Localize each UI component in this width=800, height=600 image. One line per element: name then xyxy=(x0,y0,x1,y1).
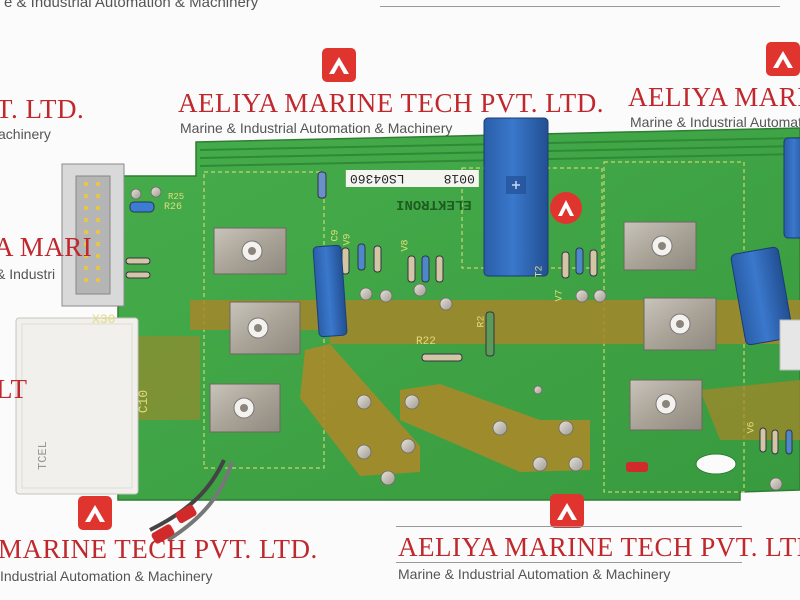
silk-v9: V9 xyxy=(342,233,354,246)
part-number-suffix: 0018 xyxy=(443,171,475,186)
watermark-rule xyxy=(396,526,742,527)
watermark-partial-lt: LT xyxy=(0,374,28,404)
silk-r26: R26 xyxy=(164,202,183,213)
part-number-label: 0018 LS04360 xyxy=(346,170,479,187)
watermark-name-bottom-left: MARINE TECH PVT. LTD. xyxy=(0,534,318,564)
silk-v8: V8 xyxy=(400,239,412,252)
silk-c10: C10 xyxy=(136,389,152,414)
silk-r25: R25 xyxy=(168,192,185,202)
watermark-logo-icon xyxy=(550,494,584,528)
silk-r22: R22 xyxy=(416,336,436,348)
watermark-tagline-bottom-left: Industrial Automation & Machinery xyxy=(0,568,213,584)
watermark-tagline-left: achinery xyxy=(0,126,51,142)
watermark-rule xyxy=(380,6,780,7)
silk-r2: R2 xyxy=(476,315,488,328)
watermark-name-left: T. LTD. xyxy=(0,94,85,124)
watermark-tagline-top: e & Industrial Automation & Machinery xyxy=(4,0,259,11)
watermark-company-name: AELIYA MARINE TECH PVT. LTD. xyxy=(398,532,800,562)
silk-elektroni: ELEKTRONI xyxy=(396,196,472,212)
silk-c9: C9 xyxy=(330,229,342,242)
watermark-rule xyxy=(396,562,742,563)
watermark-company-name: AELIYA MARINE TECH PVT. LTD. xyxy=(178,88,605,118)
watermark-logo-icon xyxy=(766,42,800,76)
silk-v6: V6 xyxy=(746,421,758,434)
watermark-company-tagline: Marine & Industrial Automation & Machine… xyxy=(630,114,800,130)
watermark-company-tagline: Marine & Industrial Automation & Machine… xyxy=(180,120,453,136)
silk-v7: V7 xyxy=(554,289,566,302)
watermark-tagline-mid-left: & Industri xyxy=(0,266,56,282)
silk-t2: T2 xyxy=(534,265,546,278)
watermark-logo-icon xyxy=(322,48,356,82)
watermark-company-name: AELIYA MARINE TECH PVT. LTD. xyxy=(628,82,800,112)
capacitor-marking: TCEL xyxy=(36,441,50,470)
part-number: LS04360 xyxy=(350,171,405,186)
silk-x30: X30 xyxy=(92,312,116,327)
watermark-company-tagline: Marine & Industrial Automation & Machine… xyxy=(398,566,671,582)
watermark-name-mid-left: A MARI xyxy=(0,232,93,262)
watermark-logo-icon xyxy=(78,496,112,530)
